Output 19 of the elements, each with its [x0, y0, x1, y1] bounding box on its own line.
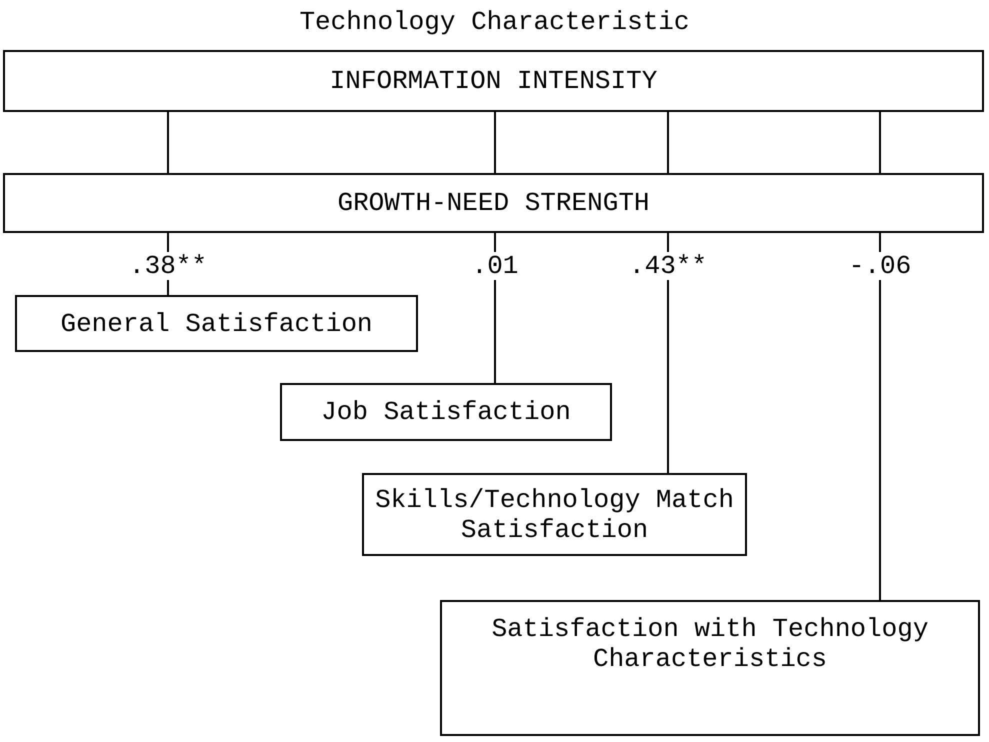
connector-line [167, 112, 169, 173]
box-label: Job Satisfaction [321, 397, 571, 427]
diagram-title: Technology Characteristic [299, 7, 690, 37]
connector-line [879, 233, 881, 600]
box-label: Skills/Technology Match Satisfaction [374, 484, 735, 544]
text-box [3, 173, 984, 233]
box-label: Satisfaction with Technology Characteristics [490, 614, 930, 674]
connector-line [667, 112, 669, 173]
connector-line [494, 112, 496, 173]
text-box [3, 50, 984, 112]
text-box [15, 295, 418, 352]
box-label: General Satisfaction [60, 308, 373, 338]
text-box [362, 473, 747, 556]
text-box [280, 383, 612, 441]
connector-line [879, 112, 881, 173]
box-label: INFORMATION INTENSITY [330, 66, 658, 96]
box-label: GROWTH-NEED STRENGTH [337, 188, 650, 218]
connector-line [667, 233, 669, 473]
text-box [440, 600, 980, 736]
